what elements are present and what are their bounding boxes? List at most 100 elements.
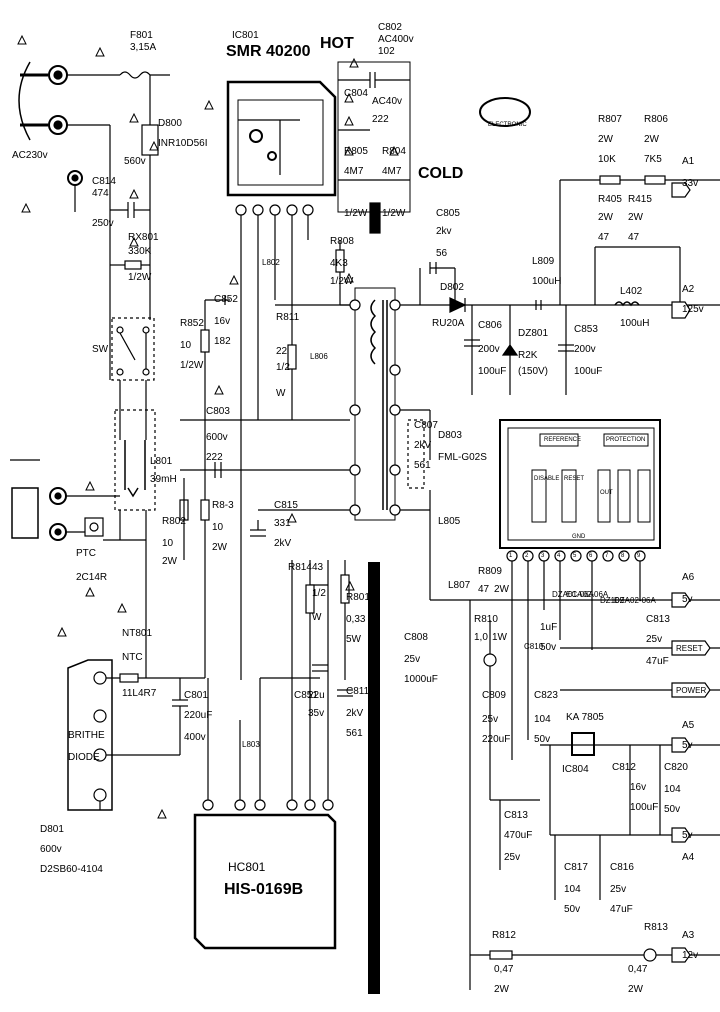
l801-value: 39mH [150,474,177,485]
dz801-part: R2K [518,350,538,361]
nt801-value: 11L4R7 [122,688,157,699]
c851-value: 22u [308,690,325,701]
c817-ref: C817 [564,862,588,873]
d802-ref: D802 [440,282,464,293]
c853-value: 100uF [574,366,603,377]
dza01-ref: DZA01-06A [552,590,594,599]
c806-voltage: 200v [478,344,500,355]
hc801-part: HIS-0169B [224,881,304,898]
c801-voltage: 400v [184,732,206,743]
r810-ref: R810 [474,614,498,625]
dz801-ref: DZ801 [518,328,549,339]
c808-ref: C808 [404,632,428,643]
c814-voltage: 250v [92,218,114,229]
warning-triangles [17,34,399,819]
r852-ref: R852 [180,318,204,329]
r811-unit: W [276,388,286,399]
c802-voltage: AC400v [378,34,414,45]
r808-value: 4K3 [330,258,348,269]
c823-value: 104 [534,714,551,725]
ptc-thermistor [84,517,104,537]
ntc-label: NTC [122,652,143,663]
logo-label: ELECTRONIC [488,122,527,128]
output-a4-voltage: 5v [682,830,693,841]
switch-sw [111,317,155,381]
r812-value: 0,47 [494,964,514,975]
c853-ref: C853 [574,324,598,335]
regulator-ka7805 [571,732,595,756]
c804-value: 222 [372,114,389,125]
r811-ref: R811 [276,312,300,323]
r804-ref: R804 [382,146,406,157]
d803-ref: D803 [438,430,462,441]
reference-block-label: REFERENCE [544,437,582,443]
c817-value: 104 [564,884,581,895]
l803-ref: L803 [242,740,260,749]
c803-ref: C803 [206,406,230,417]
ptc-ref: PTC [76,548,96,559]
r811-value: 22 [276,346,288,357]
l801-ref: L801 [150,456,173,467]
c802-ref: C802 [378,22,402,33]
c812-value: 100uF [630,802,659,813]
l806-ref: L806 [310,352,328,361]
r852-power: 1/2W [180,360,204,371]
r405-ref: R405 [598,194,622,205]
r802-power: 2W [162,556,177,567]
disable-block-label: DISABLE [534,476,560,482]
gnd-block-label: GND [572,534,586,540]
output-a6-ref: A6 [682,572,695,583]
dz109-ref: DZ109 [600,596,625,605]
hc801-ref: HC801 [228,860,266,874]
c823-ref: C823 [534,690,558,701]
output-a3-ref: A3 [682,930,695,941]
r405-power: 2W [598,212,613,223]
r814-value: 43 [312,562,324,573]
r812-ref: R812 [492,930,516,941]
out-block-label: OUT [600,490,613,496]
c811-ref: C811 [346,686,370,697]
bridge-label-1: BRITHE [68,730,105,741]
ptc-value: 2C14R [76,572,108,583]
r415-ref: R415 [628,194,652,205]
bridge-label-2: DIODE [68,752,100,763]
r807-value: 10K [598,154,616,165]
ac-input-label: AC230v [12,150,48,161]
r806-ref: R806 [644,114,668,125]
r805-value: 4M7 [344,166,364,177]
ic-pin-7: 7 [605,553,609,559]
c852-value: 182 [214,336,231,347]
choke-l801 [114,409,156,511]
c816-ref: C816 [610,862,634,873]
ic-pin-1: 1 [509,553,513,559]
r814-unit: W [312,612,322,623]
r814-power: 1/2 [312,588,326,599]
c809-voltage: 25v [482,714,499,725]
dza02-ref: DZA02-06A [614,596,656,605]
eca02-ref: ECA02-06A [566,590,609,599]
r805-power: 1/2W [344,208,368,219]
r813-ref: R813 [644,922,668,933]
output-a1-voltage: 33v [682,178,699,189]
output-a6-voltage: 5v [682,594,693,605]
c807-voltage: 2kV [414,440,432,451]
r808-power: 1/2W [330,276,354,287]
c853-voltage: 200v [574,344,596,355]
c806-value: 100uF [478,366,507,377]
c823-voltage: 50v [534,734,551,745]
d800-voltage: 560v [124,156,146,167]
c804-voltage: AC40v [372,96,403,107]
r809-ref: R809 [478,566,502,577]
c813-value: 470uF [504,830,533,841]
transformer [354,287,396,521]
c820-value: 104 [664,784,681,795]
output-a5-ref: A5 [682,720,695,731]
c804-ref: C804 [344,88,368,99]
ic801-part: SMR 40200 [226,43,311,60]
c802-value: 102 [378,46,395,57]
c810-ref: C810 [524,642,544,651]
d800-ref: D800 [158,118,182,129]
ic-pin-5: 5 [573,553,577,559]
c817-voltage: 50v [564,904,581,915]
dz801-voltage: (150V) [518,366,549,377]
